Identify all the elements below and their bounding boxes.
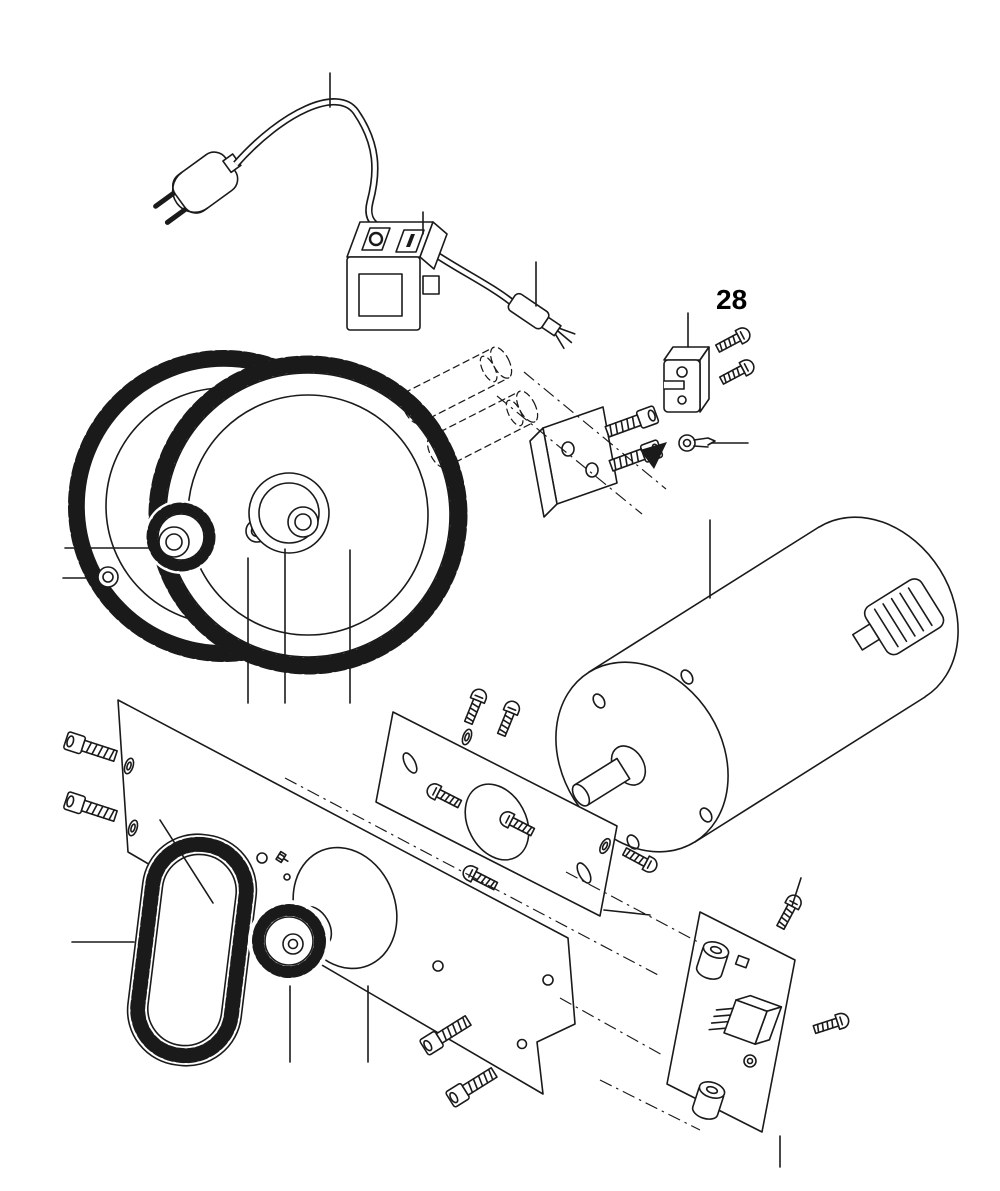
switch-side-face <box>419 221 448 270</box>
on-symbol-icon <box>406 234 415 247</box>
rocker-off-button <box>361 227 391 251</box>
retaining-ring <box>97 566 119 588</box>
clamp-screw <box>717 356 758 388</box>
cap-screw <box>62 730 120 766</box>
ring-terminal <box>678 434 716 452</box>
motor <box>555 516 959 853</box>
spacer-sleeve-b <box>426 390 539 469</box>
power-plug <box>153 151 242 225</box>
off-symbol-icon <box>368 231 384 247</box>
pinion-gear <box>144 500 218 574</box>
belt-pulley <box>248 900 333 982</box>
plate-screw <box>460 686 490 727</box>
cap-screw <box>62 790 120 826</box>
switch-body <box>346 256 421 331</box>
board-standoff-top <box>695 941 730 980</box>
set-screw <box>275 850 289 864</box>
assembly-arrow-icon <box>640 442 667 469</box>
board-screw <box>811 1010 852 1038</box>
power-switch <box>346 221 448 331</box>
board-component <box>734 954 750 969</box>
cap-screw <box>444 1064 500 1109</box>
washer <box>459 727 475 747</box>
board-screw <box>773 891 805 932</box>
power-cord <box>233 98 517 307</box>
callout-label-28: 28 <box>716 284 747 315</box>
cord-end-ferrule <box>507 292 576 350</box>
circuit-board <box>666 911 796 1133</box>
cable-clamp <box>663 346 710 413</box>
clamp-screw <box>713 324 754 356</box>
leader-lines <box>62 72 802 1168</box>
motor-mounting-plate <box>375 711 618 917</box>
board-connector <box>708 994 783 1045</box>
centerlines <box>284 371 701 1131</box>
board-standoff-bottom <box>691 1081 726 1120</box>
bracket-screw <box>603 404 660 442</box>
switch-window <box>358 273 403 317</box>
spacer-sleeve-a <box>400 346 513 425</box>
motor-shaft <box>571 745 647 807</box>
board-capacitor <box>743 1054 757 1068</box>
switch-terminal <box>422 275 440 295</box>
mounting-bracket <box>529 406 618 518</box>
timing-belt <box>126 833 258 1067</box>
gear-hub <box>248 472 330 554</box>
plate-screw <box>493 698 523 739</box>
motor-connector <box>851 578 945 656</box>
